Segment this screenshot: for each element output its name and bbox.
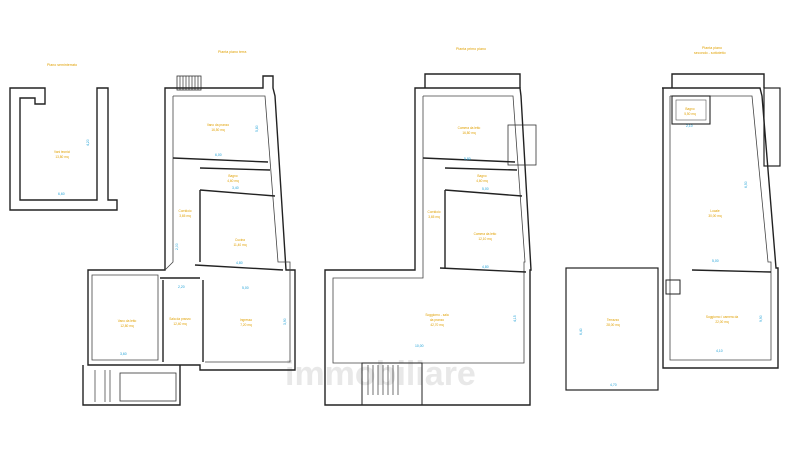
dimension: 6,60 — [58, 192, 65, 196]
dimension: 3,60 — [120, 352, 127, 356]
room-area: 16,80 mq — [462, 131, 476, 135]
plan-first-floor: Pianta primo piano Camera da letto 16,80… — [324, 47, 537, 406]
room-label: Corridoio — [179, 209, 192, 213]
room-label: Bagno — [477, 174, 486, 178]
dimension: 5,80 — [464, 157, 471, 161]
dimension: 2,10 — [686, 124, 693, 128]
dimension: 4,70 — [610, 383, 617, 387]
room-label: Vano da letto — [118, 319, 137, 323]
dimension: 3,40 — [232, 186, 239, 190]
dimension: 2,20 — [178, 285, 185, 289]
room-label: Soggiorno / camera da — [706, 315, 738, 319]
dimension: 5,00 — [242, 286, 249, 290]
dimension: 10,00 — [415, 344, 424, 348]
ground-floor-outer-walls — [87, 75, 296, 371]
room-area: 30,00 mq — [708, 214, 722, 218]
dimension: 4,15 — [513, 315, 517, 322]
room-area: 12,40 mq — [173, 322, 187, 326]
room-area: 13,80 mq — [55, 155, 69, 159]
dimension: 4,20 — [86, 139, 90, 146]
second-floor-outer-walls — [662, 87, 779, 369]
room-area: 22,00 mq — [715, 320, 729, 324]
room-label: Soggiorno - sala — [425, 313, 448, 317]
plan-title-basement: Piano seminterrato — [47, 63, 77, 67]
dimension: 6,50 — [744, 181, 748, 188]
room-area: 3,65 mq — [179, 214, 191, 218]
room-label: da pranzo — [430, 318, 444, 322]
dimension: 4,80 — [236, 261, 243, 265]
second-floor-balcony — [671, 73, 765, 88]
room-area: 16,50 mq — [211, 128, 225, 132]
room-label: Terrazzo — [607, 318, 619, 322]
first-floor-balcony — [424, 73, 521, 88]
dimension: 4,10 — [716, 349, 723, 353]
room-area: 4,60 mq — [227, 179, 239, 183]
dimension: 6,00 — [215, 153, 222, 157]
plan-subtitle-second-floor: secondo - sottotetto — [694, 51, 726, 55]
plan-title-ground-floor: Pianta piano terra — [218, 50, 246, 54]
room-label: Locale — [710, 209, 720, 213]
dimension: 9,90 — [759, 315, 763, 322]
room-label: Bagno — [685, 107, 694, 111]
plan-title-first-floor: Pianta primo piano — [456, 47, 486, 51]
plan-basement: Piano seminterrato Vani tecnici 13,80 mq… — [9, 63, 118, 211]
room-label: Ingresso — [240, 318, 252, 322]
room-label: Corridoio — [428, 210, 441, 214]
first-floor-outer-walls — [324, 87, 532, 406]
room-area: 4,60 mq — [476, 179, 488, 183]
room-label: Bagno — [228, 174, 237, 178]
room-label: Vano da pranzo — [207, 123, 229, 127]
dimension: 2,00 — [175, 243, 179, 250]
plan-title-second-floor: Pianta piano — [702, 46, 722, 50]
room-area: 3,65 mq — [428, 215, 440, 219]
basement-walls — [9, 87, 118, 211]
plan-second-floor: Pianta piano secondo - sottotetto Bagno … — [565, 46, 781, 391]
room-area: 5,50 mq — [684, 112, 696, 116]
dimension: 3,90 — [283, 318, 287, 325]
dimension: 5,80 — [255, 125, 259, 132]
room-label: Camera da letto — [474, 232, 497, 236]
ground-floor-porch — [82, 365, 181, 406]
room-area: 12,80 mq — [120, 324, 134, 328]
dimension: 5,00 — [712, 259, 719, 263]
room-area: 12,10 mq — [478, 237, 492, 241]
dimension: 6,40 — [579, 328, 583, 335]
room-area: 11,40 mq — [233, 243, 246, 247]
room-label: Vani tecnici — [54, 150, 70, 154]
plan-ground-floor: Pianta piano terra Vano da pranzo 16,50 … — [82, 50, 296, 406]
room-area: 42,70 mq — [430, 323, 444, 327]
room-label: Cucina — [235, 238, 245, 242]
room-label: Camera da letto — [458, 126, 481, 130]
terrace-outline — [565, 267, 659, 391]
dimension: 4,80 — [482, 265, 489, 269]
dimension: 5,00 — [482, 187, 489, 191]
room-area: 28,00 mq — [606, 323, 620, 327]
room-label: Sala da pranzo — [169, 317, 191, 321]
room-area: 7,20 mq — [240, 323, 252, 327]
watermark: immobiliare — [285, 355, 476, 393]
